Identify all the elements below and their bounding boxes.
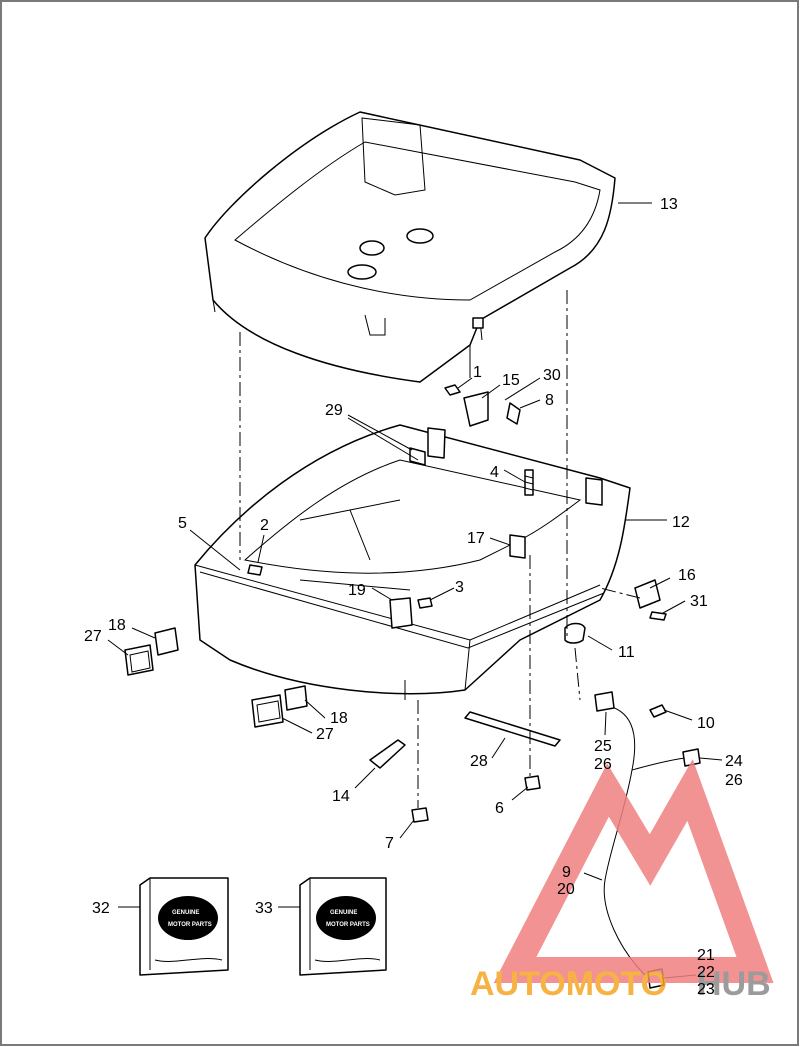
callout-labels: 1 15 30 8 29 4 13 12 5 2 17 19 3 16 31 1…: [84, 196, 743, 998]
callout-28: 28: [470, 753, 488, 770]
callout-21: 21: [697, 947, 715, 964]
callout-26-b: 26: [725, 772, 743, 789]
box-32-label: GENUINE: [172, 910, 199, 916]
strip-28: [464, 711, 561, 747]
hinge-bracket-29: [409, 427, 446, 466]
callout-20: 20: [557, 881, 575, 898]
callout-17: 17: [467, 530, 485, 547]
box-32-sublabel: MOTOR PARTS: [168, 922, 212, 928]
callout-31: 31: [690, 593, 708, 610]
callout-30: 30: [543, 367, 561, 384]
latch-bracket-19: [389, 597, 413, 629]
callout-18-left: 18: [108, 617, 126, 634]
callout-5: 5: [178, 515, 187, 532]
callout-7: 7: [385, 835, 394, 852]
callout-8: 8: [545, 392, 554, 409]
case-body-part: [194, 424, 631, 700]
nut-7: [411, 807, 429, 823]
nut-6: [524, 775, 541, 791]
grommet-11: [564, 622, 586, 644]
callout-12: 12: [672, 514, 690, 531]
callout-18-lower: 18: [330, 710, 348, 727]
callout-29: 29: [325, 402, 343, 419]
callout-6: 6: [495, 800, 504, 817]
callout-26-a: 26: [594, 756, 612, 773]
callout-16: 16: [678, 567, 696, 584]
callout-27-lower: 27: [316, 726, 334, 743]
callout-19: 19: [348, 582, 366, 599]
callout-9: 9: [562, 864, 571, 881]
box-33-label: GENUINE: [330, 910, 357, 916]
pad-set-lower: [251, 685, 308, 728]
callout-3: 3: [455, 579, 464, 596]
callout-24: 24: [725, 753, 743, 770]
callout-22: 22: [697, 964, 715, 981]
callout-14: 14: [332, 788, 350, 805]
watermark-logo: AUTOMOTO HUB: [470, 759, 774, 1003]
hinge-bracket-12: [585, 477, 603, 506]
bolt-4: [524, 469, 534, 496]
callout-13: 13: [660, 196, 678, 213]
pad-set-left: [124, 627, 179, 676]
callout-23: 23: [697, 981, 715, 998]
box-33-sublabel: MOTOR PARTS: [326, 922, 370, 928]
watermark-text-main: AUTOMOTO: [470, 965, 667, 1003]
callout-4: 4: [490, 464, 499, 481]
callout-33: 33: [255, 900, 273, 917]
watermark-text-hub: HUB: [697, 965, 771, 1003]
callout-10: 10: [697, 715, 715, 732]
clip-10: [649, 704, 667, 718]
product-box-33: GENUINE MOTOR PARTS: [299, 877, 387, 976]
callout-11: 11: [618, 644, 635, 661]
product-box-32: GENUINE MOTOR PARTS: [139, 877, 229, 976]
callout-27-left: 27: [84, 628, 102, 645]
screw-31: [649, 611, 667, 621]
callout-25: 25: [594, 738, 612, 755]
plate-16: [634, 579, 661, 609]
watermark-triangle-icon: [493, 759, 774, 983]
alignment-lines: [239, 290, 641, 808]
callout-2: 2: [260, 517, 269, 534]
leader-lines: [107, 202, 723, 979]
hinge-17: [509, 534, 526, 559]
foot-14: [369, 739, 406, 769]
callout-15: 15: [502, 372, 520, 389]
hinge-15: [444, 384, 521, 427]
screw-3: [417, 597, 433, 609]
liner-tray-part: [204, 111, 616, 383]
callout-1: 1: [473, 364, 482, 381]
callout-32: 32: [92, 900, 110, 917]
screw-2: [247, 564, 263, 576]
